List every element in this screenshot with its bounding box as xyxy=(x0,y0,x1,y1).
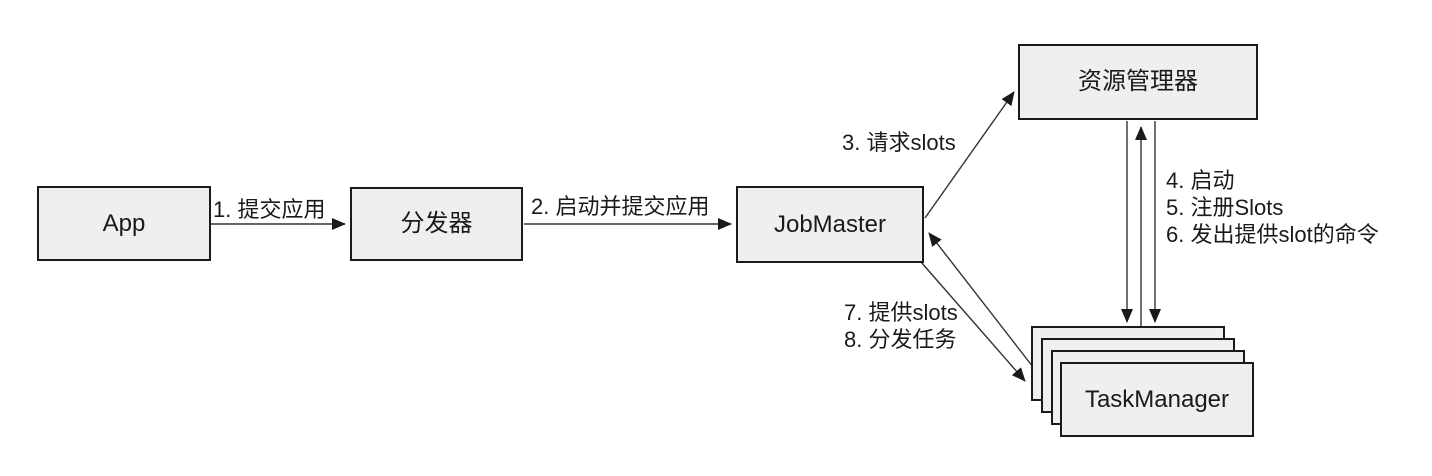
edge-label-register-slots: 5. 注册Slots xyxy=(1166,195,1284,220)
edge-label-offer-slots: 7. 提供slots xyxy=(844,300,958,325)
dispatcher-node: 分发器 xyxy=(350,187,523,261)
edge-label-group-jm-tm: 7. 提供slots 8. 分发任务 xyxy=(844,299,958,353)
edge-tm-to-jm-offer-slots-arrow xyxy=(928,232,1034,368)
dispatcher-node-label: 分发器 xyxy=(400,210,473,237)
taskmanager-node-label: TaskManager xyxy=(1084,385,1230,413)
edge-label-group-rm-tm: 4. 启动 5. 注册Slots 6. 发出提供slot的命令 xyxy=(1166,167,1379,248)
edge-label-dispatch-tasks: 8. 分发任务 xyxy=(844,327,957,352)
edge-label-submit-app: 1. 提交应用 xyxy=(213,197,326,222)
edge-label-request-slots: 3. 请求slots xyxy=(842,130,956,155)
edge-label-start: 4. 启动 xyxy=(1166,168,1235,193)
resource-manager-node-label: 资源管理器 xyxy=(1078,68,1198,95)
edge-label-offer-slot-command: 6. 发出提供slot的命令 xyxy=(1166,222,1379,247)
edge-label-start-and-submit: 2. 启动并提交应用 xyxy=(531,194,710,219)
jobmaster-node-label: JobMaster xyxy=(773,210,887,238)
taskmanager-node: TaskManager xyxy=(1060,362,1254,437)
app-node: App xyxy=(37,186,211,261)
edge-jm-to-tm-dispatch-arrow xyxy=(920,261,1026,382)
edge-request-slots-arrow xyxy=(924,91,1015,219)
jobmaster-node: JobMaster xyxy=(736,186,924,263)
resource-manager-node: 资源管理器 xyxy=(1018,44,1258,120)
app-node-label: App xyxy=(102,209,146,237)
